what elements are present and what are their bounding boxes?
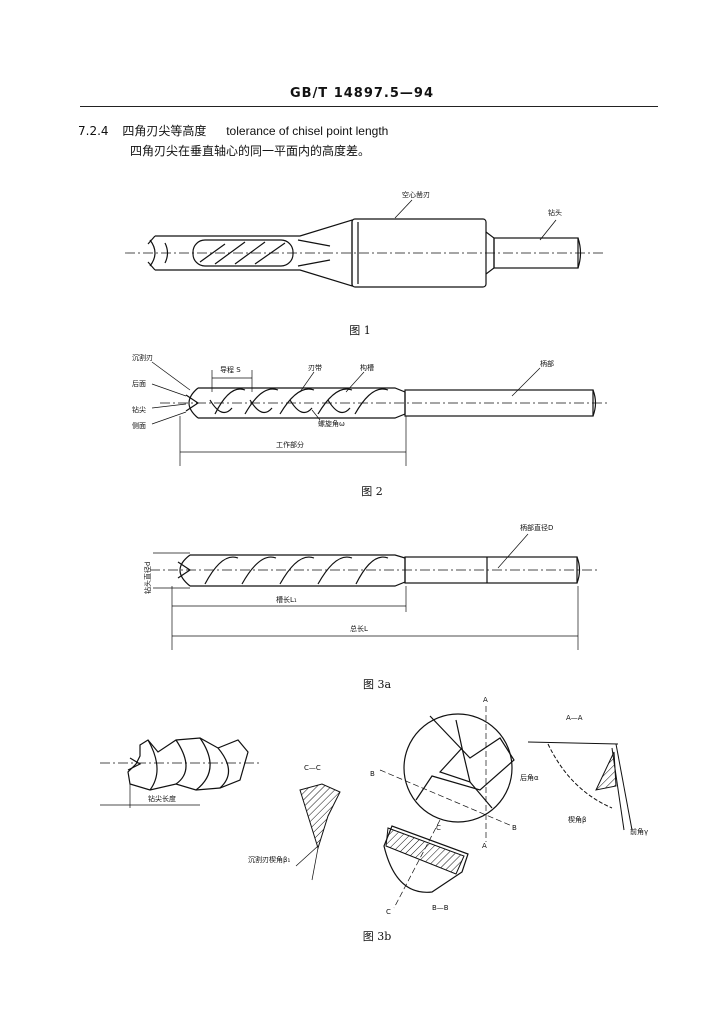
fig3b-label-chip-wedge-angle: 沉割刃楔角β₁ <box>248 855 290 864</box>
fig3b-label-section-aa: A—A <box>566 714 583 722</box>
fig3a-label-drill-diameter: 钻头直径d <box>143 562 152 594</box>
fig2-label-chip-blade: 沉割刃 <box>132 353 153 362</box>
fig2-label-side-face: 侧面 <box>132 421 146 430</box>
fig3b-label-tip-length: 钻尖长度 <box>148 794 176 803</box>
fig3b-label-b-right: B <box>512 824 517 832</box>
clause-title-en: tolerance of chisel point length <box>226 124 389 138</box>
fig3b-label-c-bottom: C <box>386 908 391 916</box>
fig2-label-working-part: 工作部分 <box>276 440 304 449</box>
fig1-label-drill-bit: 钻头 <box>548 208 562 217</box>
figure-2-caption: 图 2 <box>361 485 383 498</box>
fig2-label-flute: 构槽 <box>360 363 374 372</box>
fig2-label-drill-tip: 钻尖 <box>132 405 146 414</box>
fig3b-label-rake-angle: 前角γ <box>630 827 648 836</box>
fig3b-label-section-bb: B—B <box>432 904 449 912</box>
fig3b-label-a-bottom: A <box>482 842 487 850</box>
figure-3a-dimensions: 柄部直径D 钻头直径d 槽长L₁ 总长L <box>143 523 600 650</box>
fig3b-label-b-left: B <box>370 770 375 778</box>
figure-1-hollow-chisel: 空心凿刃 钻头 <box>125 190 605 288</box>
figure-3b-sections: 钻尖长度 C—C 沉割刃楔角β₁ A B C A B C B—B A—A 后角α… <box>100 696 648 916</box>
fig2-label-back-face: 后面 <box>132 379 146 388</box>
fig2-label-land: 刃带 <box>308 364 322 372</box>
fig3b-label-wedge-angle: 楔角β <box>568 815 586 824</box>
fig3b-label-back-angle: 后角α <box>520 773 539 782</box>
figure-3a-caption: 图 3a <box>362 678 392 691</box>
figure-3b-caption: 图 3b <box>362 930 392 943</box>
fig3b-label-a-top: A <box>483 696 488 704</box>
header-rule <box>80 106 658 107</box>
fig2-label-lead: 导程 S <box>220 365 241 374</box>
fig2-label-shank: 柄部 <box>540 359 554 368</box>
fig3a-label-total-length: 总长L <box>350 624 368 633</box>
standard-code-header: GB/T 14897.5—94 <box>289 86 435 101</box>
fig3b-label-c-top: C <box>436 824 441 832</box>
fig1-label-hollow-blade: 空心凿刃 <box>402 190 430 199</box>
figure-2-twist-drill: 沉割刃 后面 钻尖 侧面 导程 S 刃带 构槽 柄部 螺旋角ω 工作部分 <box>132 353 610 466</box>
fig2-label-helix-angle: 螺旋角ω <box>318 419 345 428</box>
fig3a-label-shank-diameter: 柄部直径D <box>520 523 553 532</box>
clause-title-zh: 四角刃尖等高度 <box>122 124 207 138</box>
fig3a-label-flute-length: 槽长L₁ <box>276 595 297 604</box>
clause-number: 7.2.4 <box>78 124 109 138</box>
figure-1-caption: 图 1 <box>349 324 371 337</box>
clause-heading: 7.2.4 四角刃尖等高度 tolerance of chisel point … <box>78 122 388 139</box>
clause-definition: 四角刃尖在垂直轴心的同一平面内的高度差。 <box>130 144 371 158</box>
fig3b-label-section-cc: C—C <box>304 764 321 772</box>
